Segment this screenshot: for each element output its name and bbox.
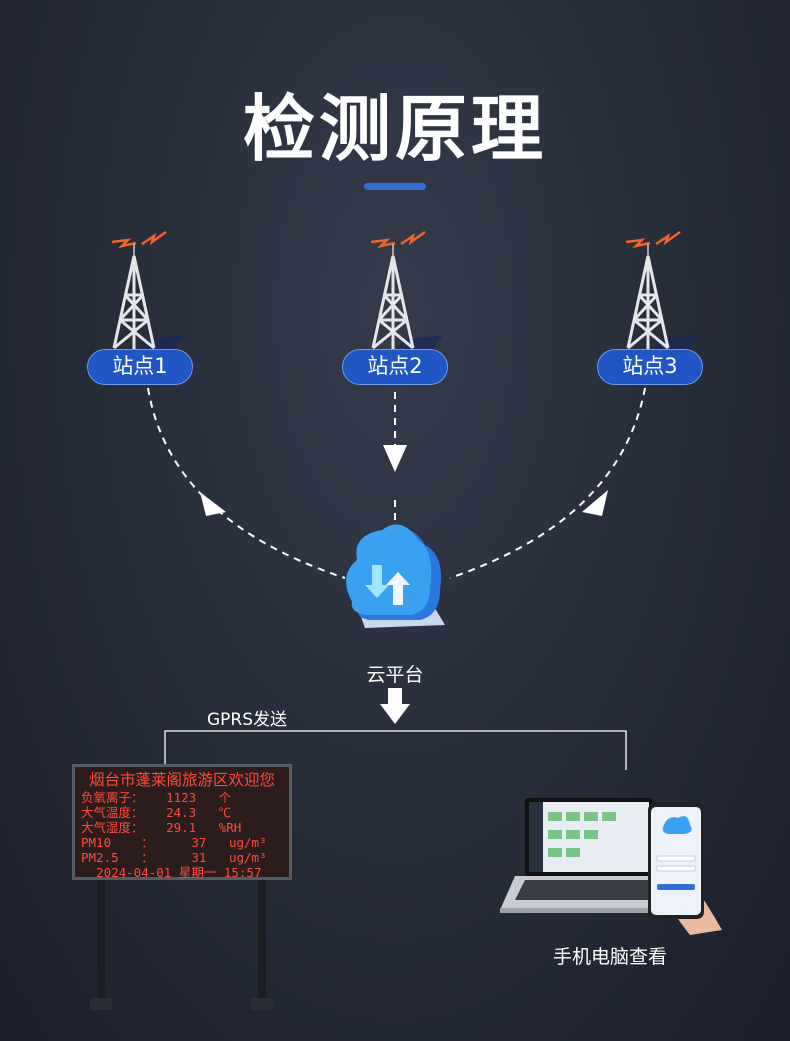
arrow-icon <box>383 445 407 472</box>
tower-icon-3 <box>624 230 700 357</box>
board-foot <box>90 998 112 1010</box>
tower-icon-2 <box>369 230 445 357</box>
gprs-label: GPRS发送 <box>207 710 288 730</box>
title-underline <box>364 183 426 190</box>
station-1-badge: 站点1 <box>87 349 193 385</box>
station-2-badge: 站点2 <box>342 349 448 385</box>
led-row: 2024-04-01 星期一 15:57 <box>81 865 262 880</box>
laptop-icon <box>500 798 680 913</box>
led-row: PM2.5 ： 31 ug/m³ <box>81 850 267 865</box>
page-title: 检测原理 <box>242 87 547 171</box>
led-row: PM10 ： 37 ug/m³ <box>81 835 267 850</box>
board-post <box>97 880 105 1000</box>
led-row: 大气湿度： 29.1 %RH <box>81 820 242 835</box>
led-header: 烟台市蓬莱阁旅游区欢迎您 <box>88 771 275 789</box>
arrow-icon <box>582 490 608 516</box>
cloud-icon <box>346 524 445 628</box>
arrow-icon <box>200 492 226 516</box>
phone-icon <box>648 803 722 935</box>
viewer-label: 手机电脑查看 <box>552 946 667 968</box>
cloud-platform-label: 云平台 <box>366 664 424 686</box>
station-3-badge: 站点3 <box>597 349 703 385</box>
down-arrow-icon <box>380 688 410 724</box>
tower-icon-1 <box>110 230 186 357</box>
board-post <box>258 880 266 1000</box>
led-row: 大气温度： 24.3 ℃ <box>81 805 232 820</box>
board-foot <box>251 998 273 1010</box>
led-row: 负氧离子： 1123 个 <box>81 790 232 805</box>
